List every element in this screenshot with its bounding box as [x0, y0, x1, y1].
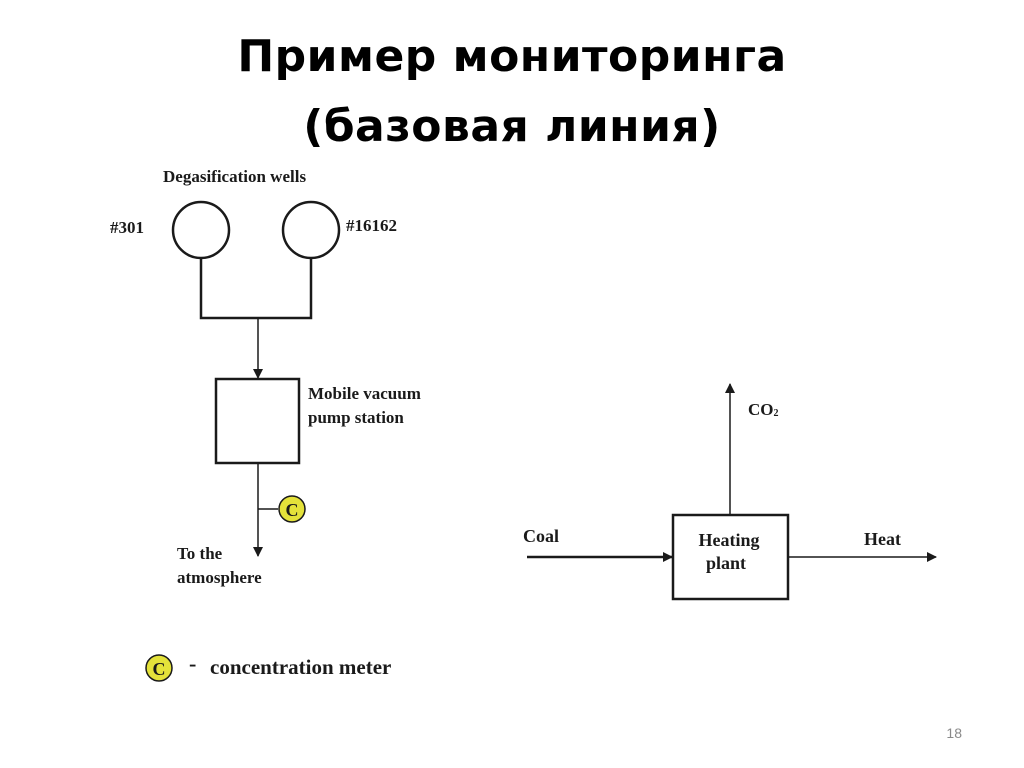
manifold-pipe — [199, 258, 313, 320]
well-301-label: #301 — [110, 218, 144, 237]
plant-label-line2: plant — [706, 553, 746, 573]
heating-plant-diagram: CO2 Coal Heating plant Heat — [523, 383, 937, 601]
degasification-diagram: Degasification wells #301 #16162 Mobile … — [110, 167, 421, 587]
concentration-meter-symbol: C — [278, 495, 306, 523]
title-line-1: Пример мониторинга — [237, 31, 787, 82]
outlet-label-line2: atmosphere — [177, 568, 262, 587]
title-line-2: (базовая линия) — [303, 101, 721, 152]
plant-label-line1: Heating — [699, 530, 760, 550]
legend-meter-symbol — [145, 654, 173, 682]
co2-label: CO2 — [748, 400, 779, 419]
outlet-label-line1: To the — [177, 544, 223, 563]
well-16162-circle — [281, 200, 341, 260]
pump-label-line2: pump station — [308, 408, 404, 427]
legend-text: concentration meter — [210, 655, 391, 679]
well-301-circle — [171, 200, 231, 260]
heat-label: Heat — [864, 529, 901, 549]
pump-station-box — [214, 377, 301, 465]
meter-letter: C — [286, 500, 299, 520]
coal-label: Coal — [523, 526, 559, 546]
co2-subscript: 2 — [774, 408, 779, 419]
slide-title: Пример мониторинга (базовая линия) — [0, 22, 1024, 162]
pump-label-line1: Mobile vacuum — [308, 384, 421, 403]
legend-meter-letter: C — [153, 659, 166, 679]
legend: C - concentration meter — [145, 651, 391, 682]
legend-dash: - — [189, 651, 196, 676]
page-number: 18 — [946, 725, 962, 741]
well-16162-label: #16162 — [346, 216, 397, 235]
wells-label: Degasification wells — [163, 167, 306, 186]
